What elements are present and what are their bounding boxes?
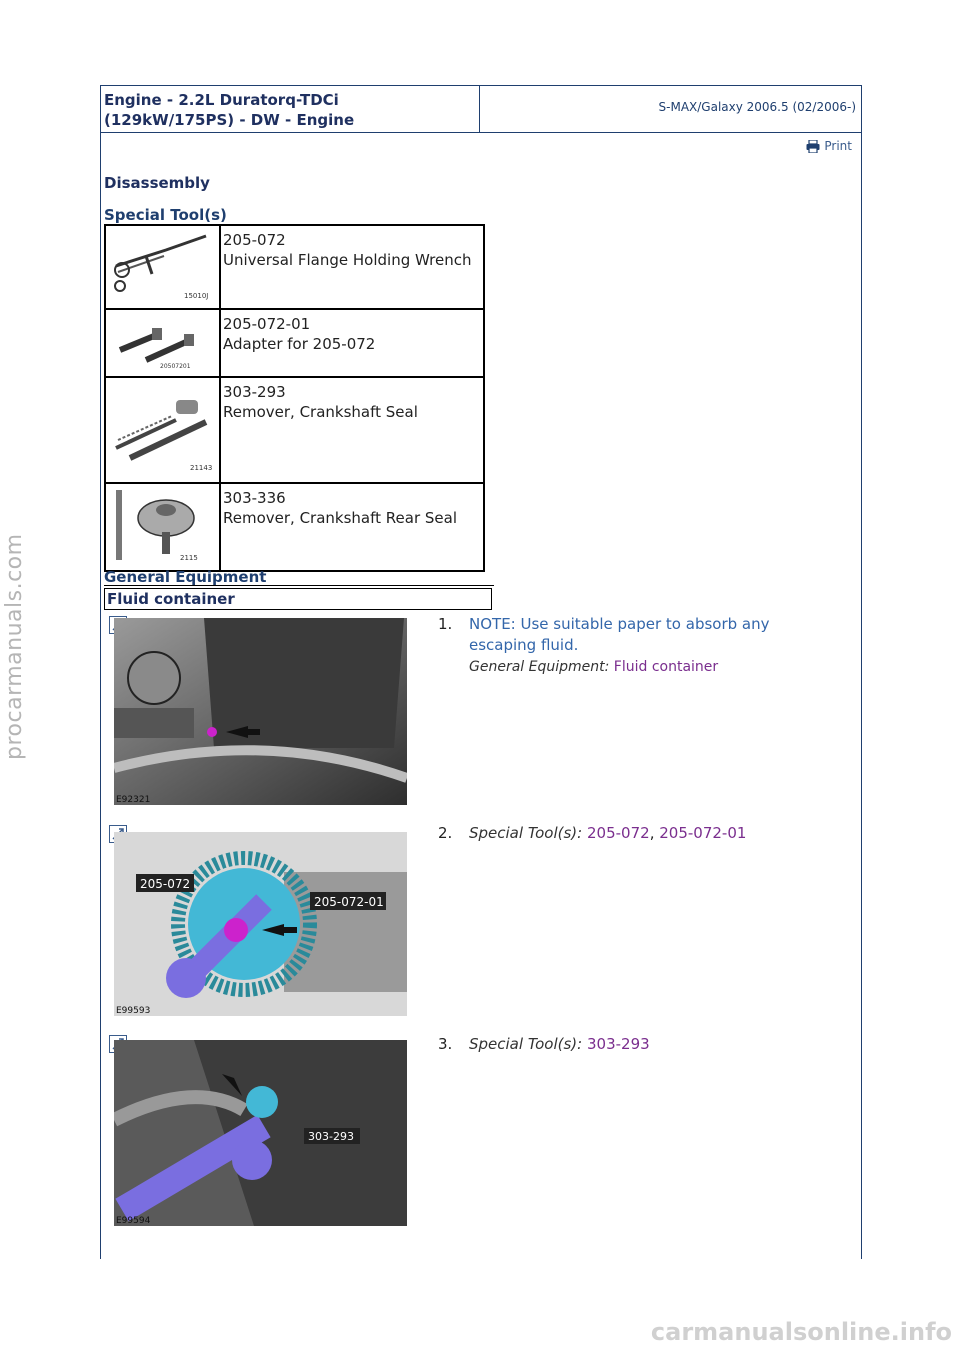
svg-text:205-072-01: 205-072-01 (314, 895, 384, 909)
svg-text:15010J: 15010J (184, 292, 208, 300)
page-frame (100, 85, 862, 1259)
tool-name: Remover, Crankshaft Seal (223, 403, 418, 421)
step-3: 3. Special Tool(s): 303-293 (438, 1035, 650, 1053)
svg-text:21143: 21143 (190, 464, 212, 472)
model-label: S-MAX/Galaxy 2006.5 (02/2006-) (658, 100, 856, 114)
svg-text:2115: 2115 (180, 554, 198, 562)
svg-text:E99594: E99594 (116, 1216, 151, 1226)
print-button[interactable]: Print (806, 139, 852, 153)
tool-name: Universal Flange Holding Wrench (223, 251, 472, 269)
special-tools-table: 15010J 205-072 Universal Flange Holding … (104, 224, 485, 572)
fluid-container-link[interactable]: Fluid container (613, 659, 719, 675)
header-divider (479, 85, 480, 133)
special-tools-label: Special Tool(s): (469, 1035, 583, 1053)
tool-name: Adapter for 205-072 (223, 335, 376, 353)
page-title: Engine - 2.2L Duratorq-TDCi (129kW/175PS… (104, 91, 355, 129)
special-tools-label: Special Tool(s): (469, 824, 583, 842)
tool-row: 15010J 205-072 Universal Flange Holding … (104, 224, 485, 310)
footer-watermark: carmanualsonline.info (650, 1318, 952, 1346)
general-equipment-item: Fluid container (104, 588, 492, 610)
printer-icon (806, 139, 820, 153)
general-equipment-rule (104, 585, 494, 586)
header-separator (100, 132, 861, 133)
step-3-photo[interactable]: 303-293 E99594 (114, 1040, 407, 1226)
step-2-photo[interactable]: 205-072 205-072-01 E99593 (114, 832, 407, 1016)
tool-image: 21143 (104, 376, 221, 484)
special-tools-heading: Special Tool(s) (104, 206, 227, 224)
tool-code: 303-336 (223, 489, 286, 507)
side-watermark: procarmanuals.com (2, 533, 27, 760)
tool-link-303-293[interactable]: 303-293 (587, 1035, 650, 1053)
svg-text:303-293: 303-293 (308, 1130, 354, 1143)
tool-link-205-072[interactable]: 205-072 (587, 824, 650, 842)
disassembly-heading: Disassembly (104, 174, 210, 192)
print-label: Print (824, 139, 852, 153)
tool-code: 205-072 (223, 231, 286, 249)
tool-image: 2115 (104, 482, 221, 572)
svg-text:205-072: 205-072 (140, 877, 190, 891)
tool-image: 15010J (104, 224, 221, 310)
tool-row: 2115 303-336 Remover, Crankshaft Rear Se… (104, 482, 485, 572)
step-1-note: NOTE: Use suitable paper to absorb any e… (469, 615, 770, 654)
tool-image: 20507201 (104, 308, 221, 378)
tool-name: Remover, Crankshaft Rear Seal (223, 509, 457, 527)
tool-row: 21143 303-293 Remover, Crankshaft Seal (104, 376, 485, 484)
step-1-photo[interactable]: E92321 (114, 618, 407, 805)
tool-link-205-072-01[interactable]: 205-072-01 (659, 824, 747, 842)
tool-row: 20507201 205-072-01 Adapter for 205-072 (104, 308, 485, 378)
general-equipment-heading: General Equipment (104, 568, 267, 586)
tool-code: 303-293 (223, 383, 286, 401)
equipment-label: General Equipment: (469, 659, 610, 675)
svg-text:20507201: 20507201 (160, 363, 191, 370)
step-1: 1. NOTE: Use suitable paper to absorb an… (438, 614, 818, 678)
step-2: 2. Special Tool(s): 205-072, 205-072-01 (438, 824, 747, 842)
svg-text:E92321: E92321 (116, 795, 150, 805)
tool-code: 205-072-01 (223, 315, 311, 333)
svg-text:E99593: E99593 (116, 1006, 150, 1016)
